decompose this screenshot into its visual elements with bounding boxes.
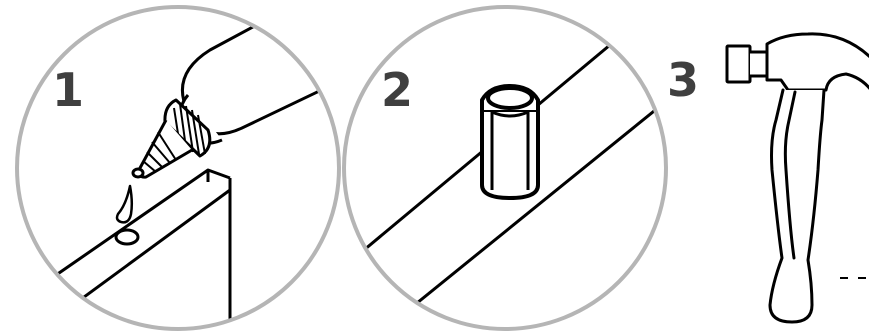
step-2-illustration xyxy=(344,18,666,329)
step-1-panel: 1 xyxy=(15,5,341,331)
step-2-panel: 2 xyxy=(342,5,668,331)
step-3-number: 3 xyxy=(667,53,699,107)
wooden-dowel-icon xyxy=(480,84,540,200)
step-1-illustration xyxy=(19,7,339,329)
step-3-panel: 3 xyxy=(667,32,869,324)
board-edge xyxy=(19,168,232,329)
hammer-icon xyxy=(725,32,869,324)
step-2-number: 2 xyxy=(381,63,413,117)
step-2-circle xyxy=(342,5,668,331)
dowel-hole-icon xyxy=(114,228,140,246)
step-1-number: 1 xyxy=(52,63,84,117)
step-1-circle xyxy=(15,5,341,331)
glue-drop-icon xyxy=(115,184,134,224)
